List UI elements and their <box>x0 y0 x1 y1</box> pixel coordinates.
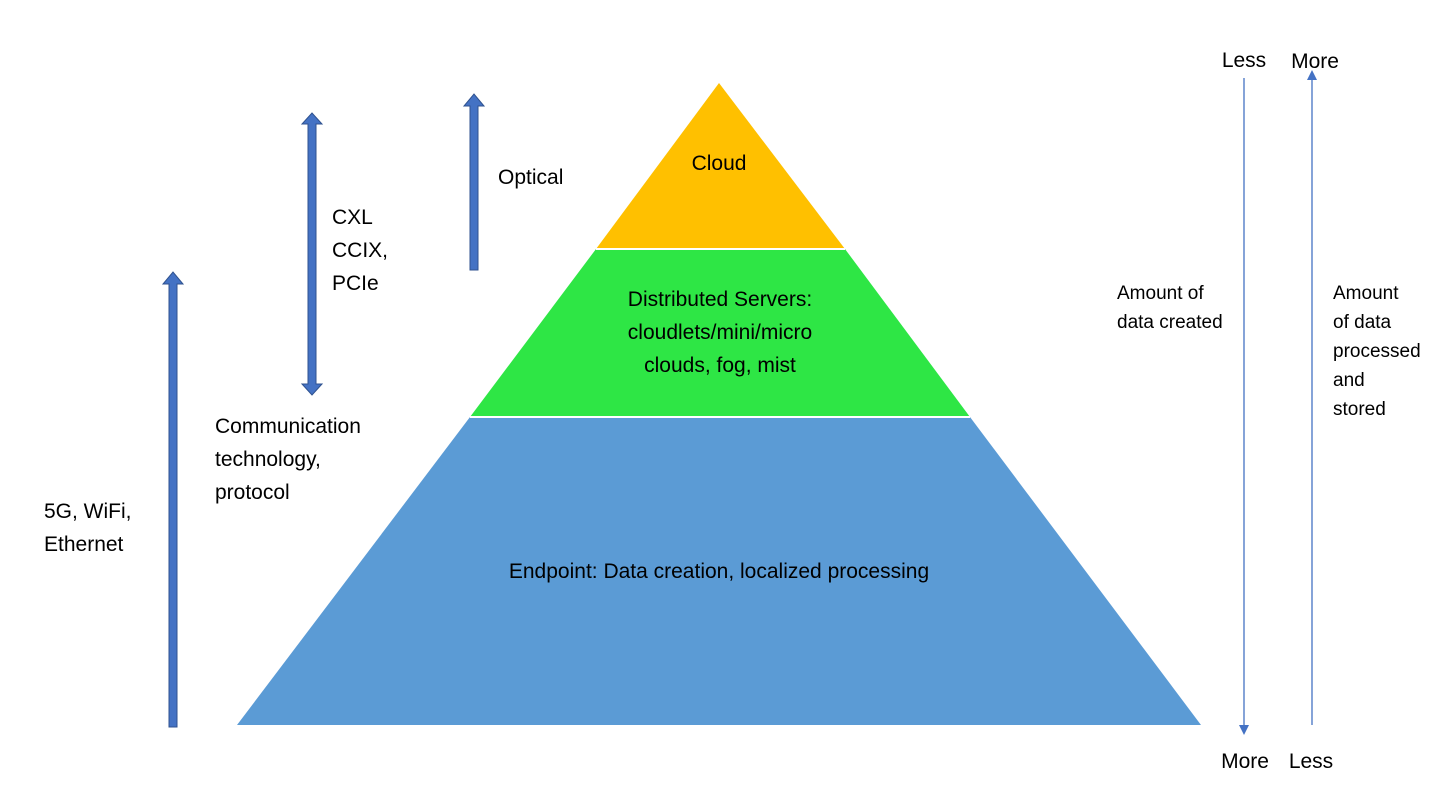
pyramid-cloud-layer <box>596 83 845 249</box>
endpoint-label: Endpoint: Data creation, localized proce… <box>508 560 930 583</box>
optical-arrow-up-icon <box>462 93 486 271</box>
processed-label-2: of data <box>1333 312 1392 333</box>
created-label-2: data created <box>1117 312 1223 333</box>
wireless-label-2: Ethernet <box>44 533 124 556</box>
comm-label-1: Communication <box>215 415 361 438</box>
distributed-label-3: clouds, fog, mist <box>644 354 796 377</box>
distributed-label-2: cloudlets/mini/micro <box>627 321 813 344</box>
created-top-label: Less <box>1221 49 1267 72</box>
interconnect-label-2: CCIX, <box>332 239 389 262</box>
interconnect-label-1: CXL <box>332 206 373 229</box>
optical-label: Optical <box>498 166 564 189</box>
interconnect-label-3: PCIe <box>332 272 379 295</box>
created-bottom-label: More <box>1221 750 1269 773</box>
processed-label-4: and <box>1333 370 1365 391</box>
distributed-label-1: Distributed Servers: <box>627 288 813 311</box>
pyramid-endpoint-layer <box>237 417 1201 725</box>
processed-label-1: Amount <box>1333 283 1399 304</box>
pyramid-distributed-layer <box>470 249 970 417</box>
processed-bottom-label: Less <box>1288 750 1334 773</box>
cloud-label: Cloud <box>691 152 747 175</box>
comm-label-3: protocol <box>215 481 290 504</box>
processed-top-label: More <box>1291 50 1339 73</box>
processed-label-3: processed <box>1333 341 1421 362</box>
processed-label-5: stored <box>1333 399 1386 420</box>
interconnect-double-arrow-icon <box>300 112 324 396</box>
wireless-arrow-up-icon <box>161 271 185 728</box>
created-label-1: Amount of <box>1117 283 1204 304</box>
comm-label-2: technology, <box>215 448 321 471</box>
wireless-label-1: 5G, WiFi, <box>44 500 132 523</box>
